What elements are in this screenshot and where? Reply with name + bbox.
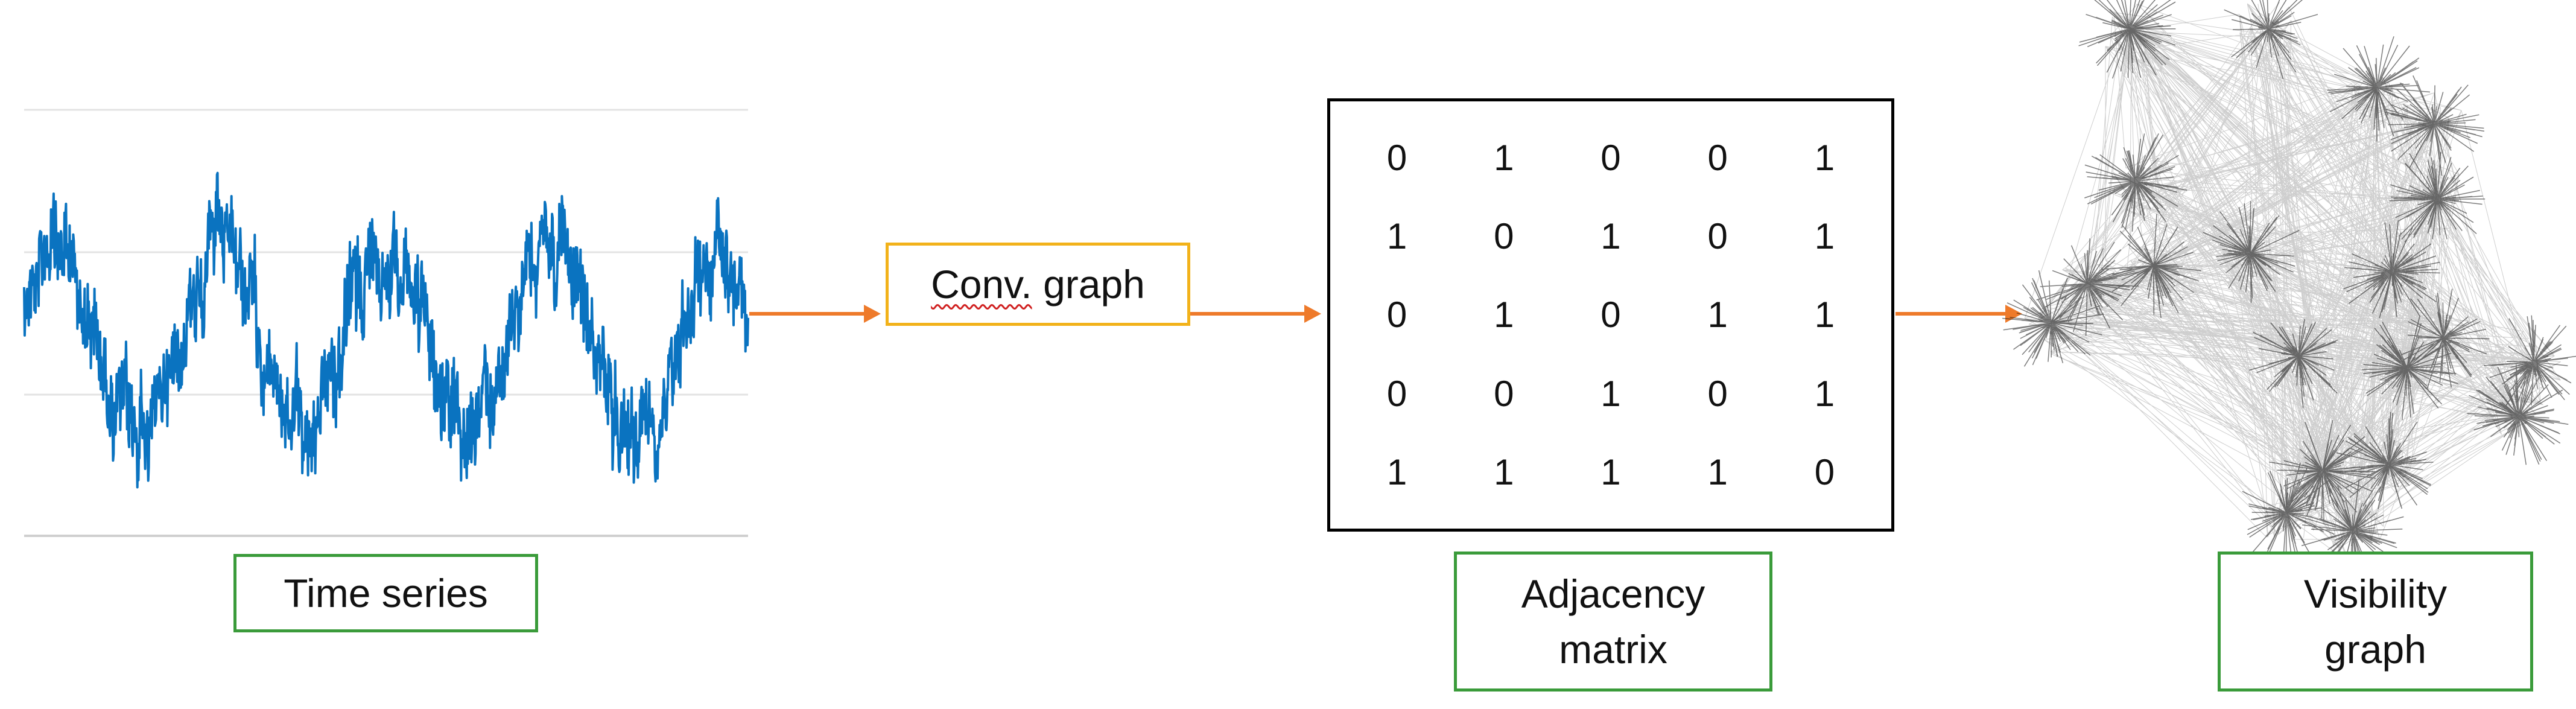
visibility-graph-label: Visibility graph xyxy=(2218,552,2533,692)
matrix-cell: 1 xyxy=(1814,216,1835,257)
adjacency-label-line2: matrix xyxy=(1559,627,1667,672)
conv-graph-label: Conv. graph xyxy=(886,243,1190,326)
matrix-cell: 1 xyxy=(1814,294,1835,335)
matrix-cell: 0 xyxy=(1707,216,1728,257)
adjacency-matrix: 0 1 0 0 1 1 0 1 0 1 0 1 0 1 1 0 0 1 0 1 1 1 1 1 0 xyxy=(1327,98,1894,532)
matrix-cell: 1 xyxy=(1600,373,1621,414)
time-series-line xyxy=(23,171,749,489)
arrow-right-icon xyxy=(1190,305,1321,323)
matrix-cell: 1 xyxy=(1494,452,1514,493)
matrix-cell: 0 xyxy=(1707,137,1728,178)
matrix-cell: 0 xyxy=(1494,216,1514,257)
matrix-cell: 1 xyxy=(1600,216,1621,257)
visibility-graph-network xyxy=(2002,0,2576,582)
conv-graph-text-word1: Conv. xyxy=(931,261,1032,307)
matrix-cell: 0 xyxy=(1386,294,1407,335)
adjacency-matrix-label: Adjacency matrix xyxy=(1454,552,1772,692)
matrix-cell: 0 xyxy=(1814,452,1835,493)
matrix-cell: 0 xyxy=(1494,373,1514,414)
time-series-label: Time series xyxy=(233,554,538,632)
matrix-cell: 1 xyxy=(1707,294,1728,335)
matrix-cell: 1 xyxy=(1600,452,1621,493)
matrix-cell: 0 xyxy=(1600,294,1621,335)
matrix-cell: 1 xyxy=(1707,452,1728,493)
matrix-cell: 1 xyxy=(1386,216,1407,257)
matrix-cell: 0 xyxy=(1386,373,1407,414)
matrix-cell: 0 xyxy=(1707,373,1728,414)
matrix-cell: 0 xyxy=(1386,137,1407,178)
matrix-cell: 1 xyxy=(1814,137,1835,178)
arrow-right-icon xyxy=(1896,305,2022,323)
matrix-cell: 0 xyxy=(1600,137,1621,178)
matrix-cell: 1 xyxy=(1494,137,1514,178)
conv-graph-text-word2: graph xyxy=(1043,261,1145,307)
matrix-cell: 1 xyxy=(1494,294,1514,335)
arrows xyxy=(749,305,2022,323)
matrix-cell: 1 xyxy=(1814,373,1835,414)
adjacency-label-line1: Adjacency xyxy=(1521,571,1705,616)
visibility-label-line2: graph xyxy=(2324,627,2426,672)
arrow-right-icon xyxy=(749,305,881,323)
matrix-cell: 1 xyxy=(1386,452,1407,493)
time-series-text: Time series xyxy=(284,570,488,615)
time-series-chart xyxy=(23,109,749,537)
visibility-label-line1: Visibility xyxy=(2303,571,2448,616)
